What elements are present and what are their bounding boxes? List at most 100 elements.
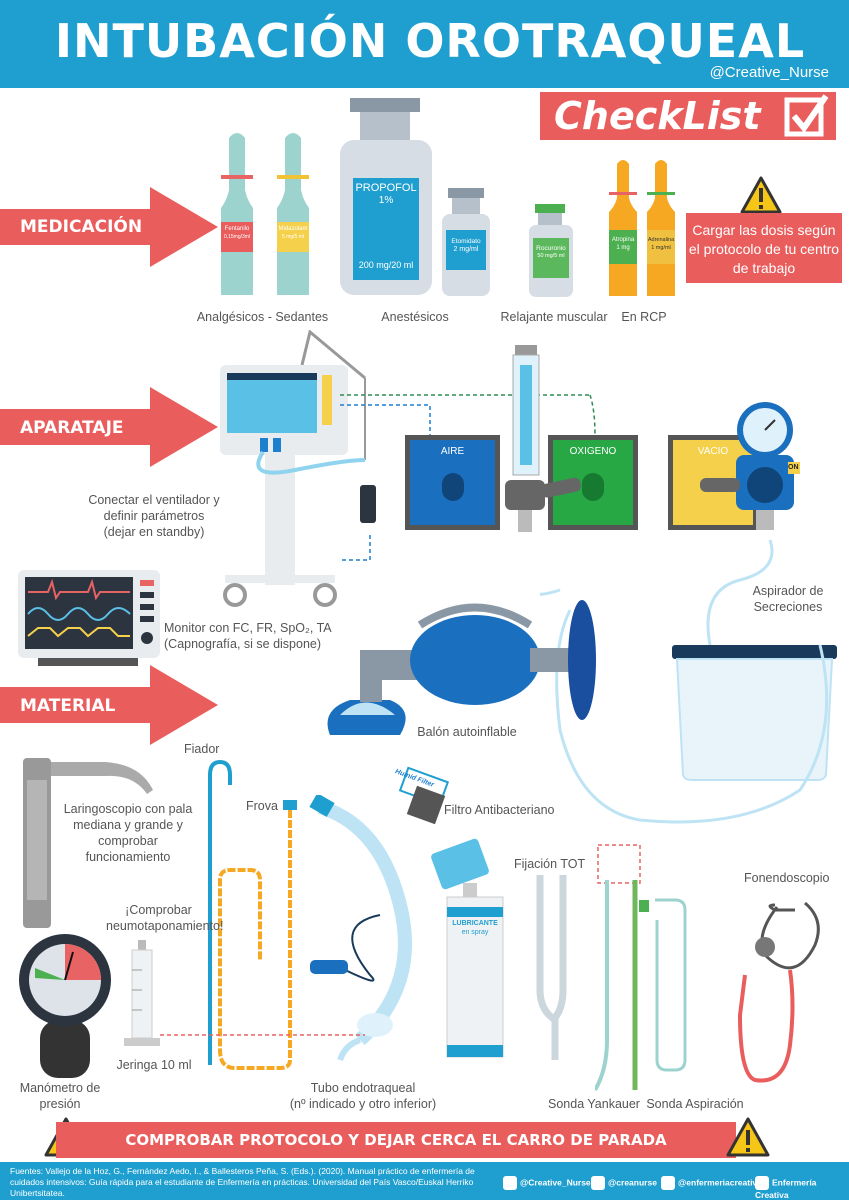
twitter-icon [503,1176,517,1190]
instagram-handle: @enfermeriacreativa [678,1177,762,1188]
twitter-handle: @Creative_Nurse [520,1177,591,1188]
ventilator-line-1: Conectar el ventilador y [88,493,220,507]
section-label-material: MATERIAL [20,696,116,716]
protocol-banner-text: COMPROBAR PROTOCOLO Y DEJAR CERCA EL CAR… [125,1131,667,1149]
adrenalina-dose: 1 mg/ml [651,245,671,251]
midazolam-dose: 5 mg/5 ml [282,234,304,240]
footer: Fuentes: Vallejo de la Hoz, G., Fernánde… [0,1162,849,1200]
propofol-vial-icon [340,98,432,295]
aspirator-line-1: Aspirador de [752,584,824,598]
caption-aspiracion: Sonda Aspiración [646,1097,744,1111]
warning-icon [726,1117,770,1157]
pressure-gauge-icon [19,934,111,1078]
social-instagram[interactable]: @enfermeriacreativa [661,1176,762,1190]
antibacterial-filter-icon [398,766,450,824]
manometer-line-2: presión [39,1097,81,1111]
label-filtro: Filtro Antibacteriano [444,803,555,817]
on-switch-label: ON [788,464,799,471]
atropina-name: Atropina [611,237,635,243]
syringe-connection [160,1034,365,1036]
propofol-name: PROPOFOL [355,182,417,194]
ventilator-line-3: (dejar en standby) [103,525,205,539]
etomidato-name: Etomidato [451,238,481,245]
youtube-icon [755,1176,769,1190]
facebook-handle: @creanurse [608,1177,657,1188]
dashed-connections [340,394,596,561]
rocuronio-vial-icon [529,204,573,297]
lubricant-spray-icon [431,838,504,1058]
label-fiador: Fiador [184,742,220,756]
section-label-medicacion: MEDICACIÓN [20,217,143,237]
monitor-line-1: Monitor con FC, FR, SpO₂, TA [164,621,332,635]
page-title: INTUBACIÓN OROTRAQUEAL [54,14,806,68]
section-arrow-aparataje [0,387,218,467]
midazolam-name: Midazolam [278,226,308,232]
flowmeter-icon [505,345,581,532]
ampoule-icon [221,133,309,295]
tube-fixation-icon [536,875,567,1060]
propofol-dose: 200 mg/20 ml [358,260,414,270]
fentanilo-dose: 0,15mg/3ml [223,234,251,240]
section-arrow-medicacion [0,187,218,267]
rocuronio-name: Rocuronio [536,245,566,252]
social-facebook[interactable]: @creanurse [591,1176,657,1190]
vacuum-label: VACIO [697,446,729,457]
cuff-check-line-1: ¡Comprobar [125,903,192,917]
sources-citation: Fuentes: Vallejo de la Hoz, G., Fernánde… [10,1166,475,1198]
propofol-concentration: 1% [378,195,394,206]
oxygen-label: OXIGENO [569,446,617,457]
tube-line-1: Tubo endotraqueal [310,1081,416,1095]
frova-catheter-icon [218,800,297,1070]
laryngoscope-line-2: mediana y grande y [73,818,183,832]
laryngoscope-icon [23,758,153,928]
monitor-line-2: (Capnografía, si se dispone) [164,637,322,651]
stethoscope-icon [737,901,820,1083]
label-fonendoscopio: Fonendoscopio [744,871,830,885]
suction-regulator-icon [700,402,800,530]
etomidato-vial-icon [442,188,490,296]
header-banner: INTUBACIÓN OROTRAQUEAL @Creative_Nurse [0,0,849,88]
label-fijacion: Fijación TOT [514,857,586,871]
lubricant-sublabel: en spray [461,929,489,936]
ventilator-icon [220,330,376,607]
laryngoscope-line-3: comprobar [98,834,158,848]
aspirator-line-2: Secreciones [753,600,823,614]
rcp-ampoules-icon [609,160,675,296]
laryngoscope-line-1: Laringoscopio con pala [63,802,193,816]
checklist-label: CheckList [554,94,761,138]
checklist-badge: CheckList [540,92,836,140]
protocol-banner: COMPROBAR PROTOCOLO Y DEJAR CERCA EL CAR… [56,1122,736,1158]
adrenalina-name: Adrenalina [647,237,675,243]
syringe-icon [124,940,160,1046]
suction-probes-icon [595,844,687,1092]
caption-jeringa: Jeringa 10 ml [116,1058,192,1072]
label-frova: Frova [246,799,278,813]
caption-rcp: En RCP [621,310,667,324]
social-youtube[interactable]: Enfermería Creativa [755,1176,849,1200]
section-label-aparataje: APARATAJE [20,418,124,438]
youtube-handle: Enfermería Creativa [755,1177,817,1200]
laryngoscope-line-4: funcionamiento [85,850,171,864]
caption-balon: Balón autoinflable [417,725,517,739]
caption-analgesicos: Analgésicos - Sedantes [196,310,329,324]
stylet-icon [208,760,232,1065]
caption-anestesicos: Anestésicos [381,310,449,324]
suction-canister-icon [540,539,837,824]
caption-relajante: Relajante muscular [500,310,608,324]
cuff-check-line-2: neumotaponamiento! [106,919,224,933]
social-twitter[interactable]: @Creative_Nurse [503,1176,591,1190]
patient-monitor-icon [18,570,160,666]
etomidato-dose: 2 mg/ml [453,246,479,253]
tube-line-2: (nº indicado y otro inferior) [289,1097,437,1111]
fentanilo-name: Fentanilo [224,226,250,232]
manometer-line-1: Manómetro de [19,1081,101,1095]
caption-yankauer: Sonda Yankauer [548,1097,640,1111]
bag-valve-mask-icon [327,600,596,735]
author-handle: @Creative_Nurse [709,64,829,81]
section-arrow-material [0,665,218,745]
lubricant-label: LUBRICANTE [452,920,498,927]
atropina-dose: 1 mg [616,245,630,251]
endotracheal-tube-icon [309,795,412,1062]
warning-icon [740,176,782,214]
air-outlet: AIRE [405,435,500,530]
